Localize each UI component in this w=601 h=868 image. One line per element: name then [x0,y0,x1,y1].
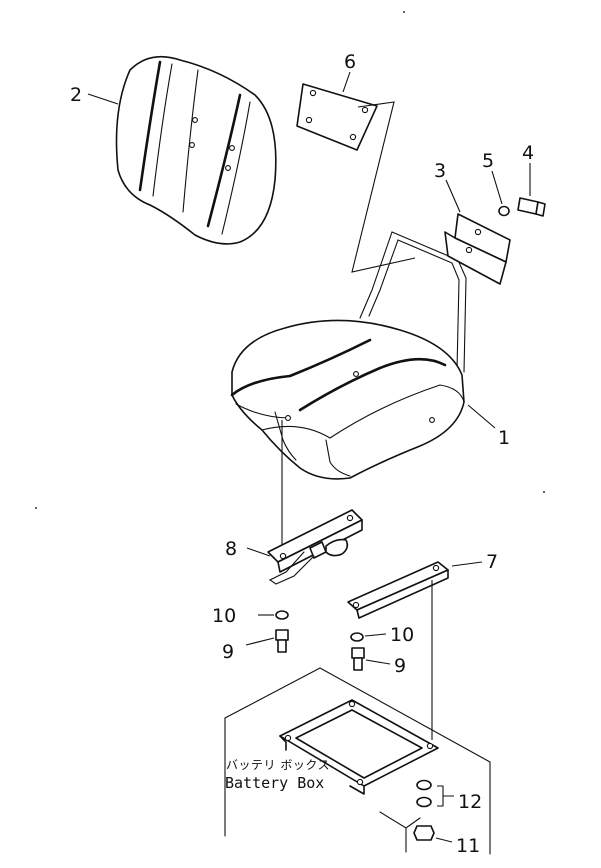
washers-lower [416,779,432,808]
part-label-10-left: 10 [212,605,236,627]
washer-right [350,632,364,642]
part-label-6: 6 [344,51,356,73]
leader-10-right [364,633,387,637]
battery-box-label-en: Battery Box [225,774,324,792]
leader-7 [451,561,483,567]
part-label-3: 3 [434,160,446,182]
leader-12 [437,785,454,807]
seat-cushion [230,319,465,480]
plate [296,83,378,151]
part-label-4: 4 [522,142,534,164]
leader-1 [467,404,496,429]
leader-9-left [245,637,275,646]
part-label-12: 12 [458,791,482,813]
leader-8 [246,547,271,557]
rail-right [347,561,449,619]
bracket [444,213,511,285]
part-label-5: 5 [482,150,494,172]
bolt [517,197,546,217]
nut [413,825,435,841]
leader-plate-to-frame [351,101,416,273]
leader-2 [87,93,119,105]
seat-back-frame [359,231,467,373]
part-label-8: 8 [225,538,237,560]
bolt-left [275,629,289,653]
leader-9-right [365,659,391,665]
scan-speck [403,11,405,13]
part-label-7: 7 [486,551,498,573]
part-label-9-right: 9 [394,655,406,677]
part-label-11: 11 [456,835,480,857]
leader-6 [342,71,351,93]
leader-11 [435,837,453,843]
leader-3 [445,179,461,213]
part-label-1: 1 [498,427,510,449]
washer-upper [498,205,510,217]
backrest-cushion [115,55,277,245]
battery-box [224,667,491,855]
leader-5 [491,170,503,205]
scan-speck [543,491,545,493]
part-label-9-left: 9 [222,641,234,663]
bolt-right [351,647,365,671]
washer-left [275,610,289,620]
battery-box-label-jp: バッテリ ボックス [226,758,330,772]
part-label-10-right: 10 [390,624,414,646]
part-label-2: 2 [70,84,82,106]
scan-speck [35,507,37,509]
rail-left [267,509,363,585]
